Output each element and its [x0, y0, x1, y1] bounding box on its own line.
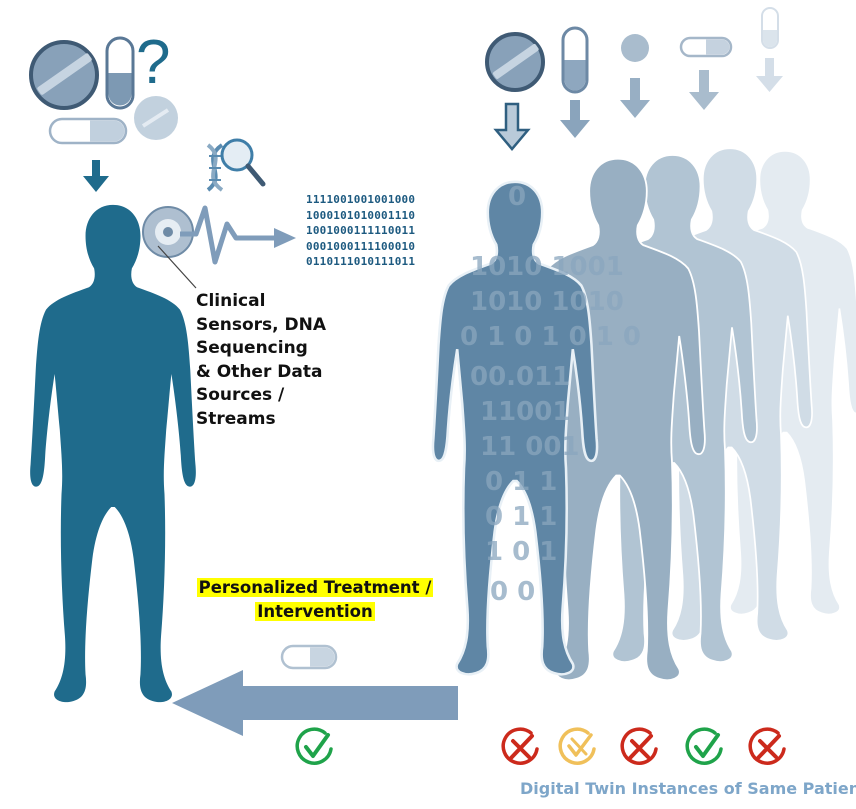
- binary-line: 0001000111100010: [306, 239, 416, 253]
- data-sources-line: Sequencing: [196, 338, 308, 358]
- patient-outcome-check-icon: [295, 727, 333, 766]
- twin-2-outcome-partial-icon: [558, 727, 596, 765]
- binary-line: 1001000111110011: [306, 224, 416, 237]
- down-arrow-icon: [83, 160, 109, 192]
- binary-line: 0110111010111011: [306, 255, 416, 268]
- treatment-label: Personalized Treatment / Intervention: [170, 576, 460, 624]
- twin-caption: Digital Twin Instances of Same Patient: [520, 779, 856, 798]
- twin-digit-row: 00.011: [470, 362, 570, 392]
- data-sources-line: Sources /: [196, 385, 285, 405]
- twin-faded-capsule-icon: [761, 7, 779, 49]
- data-sources-line: Sensors, DNA: [196, 314, 327, 335]
- question-mark-icon: ?: [136, 28, 170, 97]
- signal-arrow-head: [274, 228, 296, 248]
- twin-digit-row: 0 0: [490, 577, 535, 607]
- data-sources-line: & Other Data: [196, 361, 323, 382]
- binary-line: 1111001001001000: [306, 193, 416, 206]
- tablet-pill-icon: [29, 40, 99, 110]
- data-sources-line: Clinical: [196, 291, 266, 311]
- binary-data-stream: 1111001001001000 1000101010001110 100100…: [306, 192, 415, 270]
- twin-capsule-vertical-icon: [561, 26, 589, 94]
- twin-digit-row: 0 1 1: [485, 502, 557, 532]
- twin-digit-row: 1010 1010: [470, 287, 624, 317]
- binary-line: 1000101010001110: [306, 208, 416, 222]
- capsule-vertical-icon: [105, 36, 135, 110]
- dna-magnifier-icon: [206, 138, 266, 192]
- twin-digit-row: 1010 1001: [470, 252, 624, 282]
- round-pill-icon: [134, 96, 178, 140]
- twin-digit-row: 11 001: [480, 432, 580, 462]
- twin-4-outcome-check-icon: [685, 727, 723, 766]
- twin-arrow-4: [689, 70, 719, 110]
- data-sources-label: Clinical Sensors, DNA Sequencing & Other…: [196, 290, 366, 431]
- twin-body-digits: 0 1010 1001 1010 1010 0 1 0 1 0 1 0 00.011 11…: [460, 182, 641, 607]
- patient-body-icon: [30, 204, 196, 703]
- capsule-horizontal-icon: [48, 117, 128, 145]
- treatment-label-line-1: Personalized Treatment /: [196, 578, 434, 597]
- twin-digit-row: 0 1 0 1 0 1 0: [460, 322, 641, 352]
- twin-capsule-horizontal-icon: [679, 36, 733, 58]
- twin-3-outcome-cross-icon: [620, 727, 658, 766]
- twin-digit-row: 1 0 1: [485, 537, 557, 567]
- treatment-label-line-2: Intervention: [255, 602, 375, 621]
- treatment-return-arrow: [172, 670, 458, 736]
- twin-arrow-5: [756, 58, 783, 92]
- callout-line: [157, 245, 197, 289]
- signal-pulse-arrow: [180, 205, 278, 265]
- twin-tablet-pill-icon: [485, 32, 545, 92]
- twin-round-pill-icon: [621, 34, 649, 62]
- data-sources-line: Streams: [196, 408, 276, 429]
- treatment-capsule-icon: [280, 644, 338, 670]
- twin-1-outcome-cross-icon: [501, 727, 539, 766]
- twin-arrow-1: [493, 102, 531, 151]
- twin-digit-row: 0 1 1: [485, 467, 557, 497]
- twin-arrow-3: [620, 78, 650, 118]
- twin-digit-row: 0: [508, 182, 526, 212]
- twin-arrow-2: [560, 100, 590, 138]
- twin-5-outcome-cross-icon: [748, 727, 786, 766]
- twin-digit-row: 11001: [480, 397, 570, 427]
